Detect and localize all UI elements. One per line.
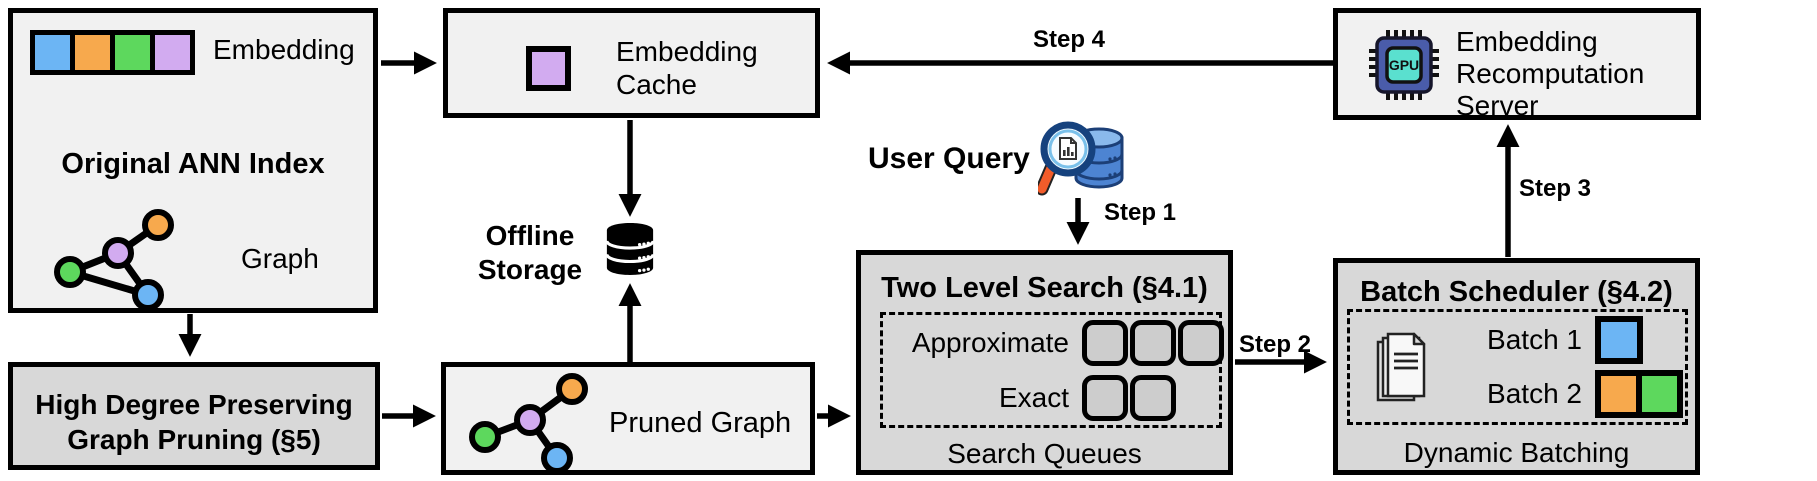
- graph-label: Graph: [241, 243, 319, 274]
- user-query-icon: [1038, 121, 1124, 196]
- exact-label: Exact: [998, 382, 1069, 413]
- batch-2-label: Batch 2: [1487, 378, 1582, 409]
- batch-scheduler-box: Batch Scheduler (§4.2) Batch 1 Batch 2: [1333, 258, 1700, 475]
- pruned-graph-label: Pruned Graph: [609, 407, 792, 439]
- graph-node-orange: [556, 373, 588, 405]
- embedding-cache-box: Embedding Cache: [443, 8, 820, 118]
- exact-queue-row: Exact: [891, 373, 1178, 423]
- batch-2-row: Batch 2: [1456, 369, 1683, 419]
- two-level-search-box: Two Level Search (§4.1) Approximate Exac…: [856, 250, 1233, 475]
- graph-node-green: [54, 256, 86, 288]
- approximate-queue-row: Approximate: [891, 318, 1226, 368]
- search-queues-label: Search Queues: [947, 438, 1142, 469]
- original-graph-icon: [54, 209, 174, 311]
- recomputation-server-label: Embedding Recomputation Server: [1456, 26, 1645, 121]
- graph-node-blue: [132, 279, 164, 311]
- cached-embedding-chip: [526, 46, 571, 91]
- queue-slot: [1130, 375, 1176, 421]
- graph-node-purple: [102, 237, 134, 269]
- step-3-label: Step 3: [1519, 175, 1592, 202]
- batch-1-row: Batch 1: [1456, 315, 1643, 365]
- original-ann-index-title: Original ANN Index: [61, 148, 325, 180]
- embedding-cache-label: Embedding Cache: [616, 36, 758, 100]
- offline-storage-icon: [605, 223, 655, 275]
- gpu-icon-text: GPU: [1389, 57, 1419, 73]
- embedding-chip-green: [110, 30, 155, 75]
- dynamic-batching-label: Dynamic Batching: [1403, 437, 1630, 468]
- batch-1-chip-blue: [1595, 316, 1643, 364]
- step-1-label: Step 1: [1104, 199, 1177, 226]
- graph-node-green: [469, 421, 501, 453]
- embedding-chip-orange: [70, 30, 115, 75]
- embedding-chip-purple: [150, 30, 195, 75]
- recomputation-server-box: GPU Embedding Recomputation Server: [1333, 8, 1701, 121]
- original-ann-index-box: Embedding Original ANN Index Graph: [8, 8, 378, 313]
- batch-2-chips: [1595, 370, 1683, 418]
- graph-pruning-title-line1: High Degree Preserving: [35, 389, 353, 420]
- query-document: [1059, 137, 1077, 160]
- user-query-label: User Query: [868, 142, 1030, 175]
- dynamic-batching-panel: Batch 1 Batch 2: [1347, 309, 1688, 425]
- queue-slot: [1130, 320, 1176, 366]
- embedding-label: Embedding: [213, 34, 355, 65]
- graph-node-orange: [142, 209, 174, 241]
- graph-node-blue: [541, 442, 573, 474]
- embedding-vector-icon: [30, 30, 195, 75]
- embedding-chip-blue: [30, 30, 75, 75]
- queue-slot: [1082, 375, 1128, 421]
- queue-slot: [1178, 320, 1224, 366]
- documents-icon: [1376, 332, 1426, 402]
- search-queues-panel: Approximate Exact: [880, 312, 1224, 428]
- step-4-label: Step 4: [1033, 26, 1106, 53]
- batch-scheduler-title: Batch Scheduler (§4.2): [1360, 276, 1673, 308]
- graph-node-purple: [514, 404, 546, 436]
- pruned-graph-box: Pruned Graph: [441, 362, 815, 475]
- step-2-label: Step 2: [1239, 331, 1312, 358]
- approximate-label: Approximate: [911, 327, 1069, 358]
- pruned-graph-icon: [469, 373, 588, 474]
- offline-storage-label: Offline Storage: [477, 220, 583, 285]
- batch-2-chip-green: [1636, 370, 1683, 418]
- batch-2-chip-orange: [1595, 370, 1642, 418]
- two-level-search-title: Two Level Search (§4.1): [881, 272, 1208, 304]
- queue-slot: [1082, 320, 1128, 366]
- graph-pruning-box: High Degree Preserving Graph Pruning (§5…: [8, 362, 380, 470]
- graph-pruning-title-line2: Graph Pruning (§5): [67, 424, 321, 455]
- batch-1-label: Batch 1: [1487, 324, 1582, 355]
- gpu-icon: GPU: [1369, 30, 1439, 100]
